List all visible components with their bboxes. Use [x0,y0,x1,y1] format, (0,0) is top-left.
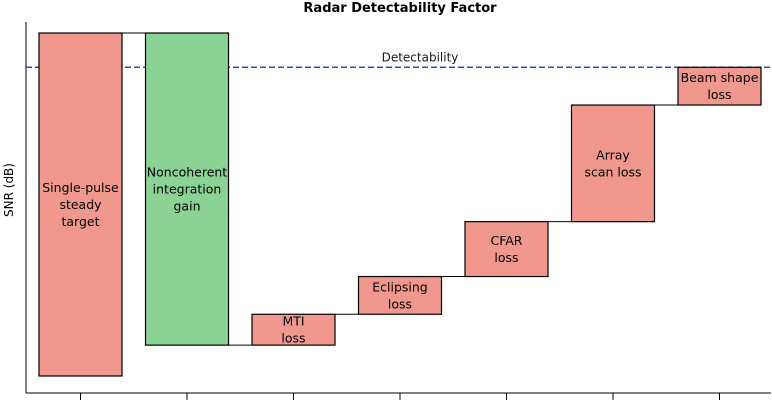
bar-1 [38,32,123,377]
bar-6 [570,104,656,223]
bar-7 [677,66,762,106]
y-axis-label: SNR (dB) [2,163,16,217]
detectability-label: Detectability [382,50,459,64]
bar-2 [144,32,230,346]
bar-3 [251,313,336,346]
chart-title: Radar Detectability Factor [303,1,497,16]
bar-5 [464,221,549,278]
bar-4 [357,275,443,315]
